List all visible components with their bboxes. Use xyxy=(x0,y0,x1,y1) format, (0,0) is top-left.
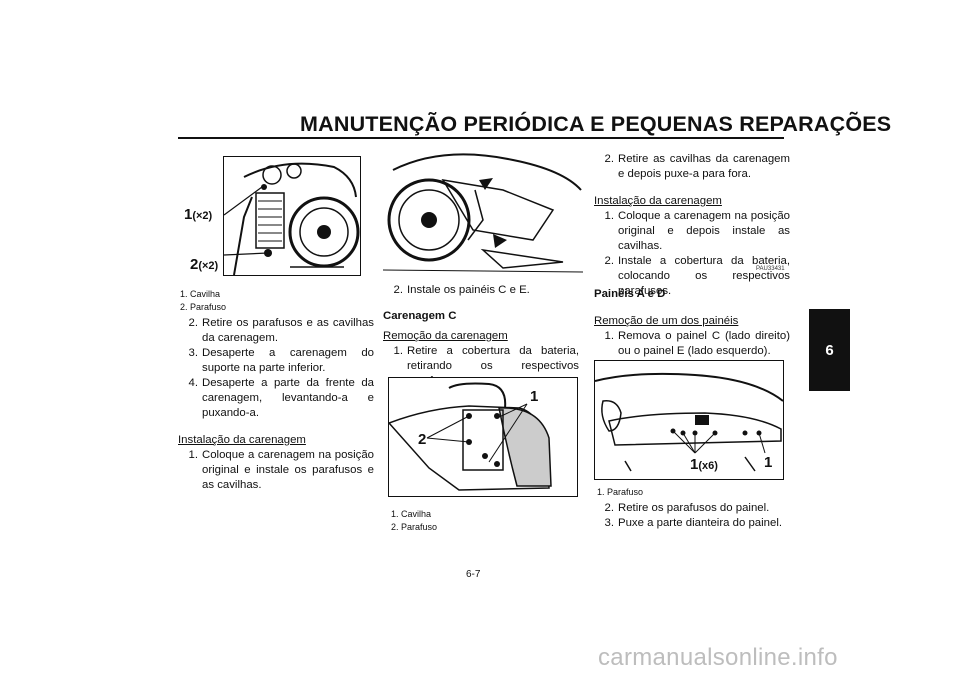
page-title: MANUTENÇÃO PERIÓDICA E PEQUENAS REPARAÇÕ… xyxy=(300,112,892,136)
watermark: carmanualsonline.info xyxy=(598,644,838,671)
install-heading: Instalação da carenagem xyxy=(178,434,306,446)
col3-top: 2.Retire as cavilhas da carenagem e depo… xyxy=(594,152,790,299)
fig3-captions: 1. Cavilha 2. Parafuso xyxy=(391,508,437,534)
caption-line: 1. Cavilha xyxy=(391,509,432,519)
figure-battery-cover xyxy=(388,377,578,497)
illustration-panel-bolts xyxy=(595,372,783,472)
step: 2.Retire os parafusos do painel. xyxy=(604,502,770,514)
fig4-label-2: 1 xyxy=(764,454,773,471)
step: 2.Retire as cavilhas da carenagem e depo… xyxy=(604,153,791,180)
illustration-front-cowling xyxy=(224,162,360,275)
caption-line: 2. Parafuso xyxy=(391,522,438,532)
illustration-battery-cover xyxy=(389,382,552,491)
step: 2.Retire os parafusos e as cavilhas da c… xyxy=(188,317,375,344)
chapter-tab: 6 xyxy=(809,309,850,391)
col1-steps: 2.Retire os parafusos e as cavilhas da c… xyxy=(178,316,374,493)
col3-panels: Painéis A e D Remoção de um dos painéis … xyxy=(594,287,790,359)
fig1-label-2: 2(×2) xyxy=(190,256,219,273)
step: 3.Puxe a parte dianteira do painel. xyxy=(604,517,783,529)
section-heading: Carenagem C xyxy=(383,310,457,322)
removal-heading: Remoção de um dos painéis xyxy=(594,315,739,327)
removal-heading: Remoção da carenagem xyxy=(383,330,508,342)
section-heading: Painéis A e D xyxy=(594,288,666,300)
step: 1.Coloque a carenagem na posição origina… xyxy=(604,210,791,252)
step: 2.Instale os painéis C e E. xyxy=(393,284,530,296)
illustration-panels-ce xyxy=(382,153,584,273)
figure-panel-bolts xyxy=(594,360,784,480)
fig3-label-2: 2 xyxy=(418,431,427,448)
step: 1.Remova o painel C (lado direito) ou o … xyxy=(604,330,791,357)
caption-line: 2. Parafuso xyxy=(180,302,227,312)
figure-front-cowling xyxy=(223,156,361,276)
step: 1.Coloque a carenagem na posição origina… xyxy=(188,449,375,491)
col3-bottom: 2.Retire os parafusos do painel. 3.Puxe … xyxy=(594,501,790,531)
fig1-captions: 1. Cavilha 2. Parafuso xyxy=(180,288,226,314)
fig4-captions: 1. Parafuso xyxy=(597,486,643,499)
step: 3.Desaperte a carenagem do suporte na pa… xyxy=(188,347,375,374)
install-heading: Instalação da carenagem xyxy=(594,195,722,207)
figure-panels-ce xyxy=(382,150,584,278)
page-number: 6-7 xyxy=(466,569,481,580)
title-rule xyxy=(178,137,784,139)
reference-code: PAU33431 xyxy=(756,266,785,272)
fig3-label-1: 1 xyxy=(530,388,539,405)
step: 2.Instale a cobertura da bateria, coloca… xyxy=(604,255,791,297)
caption-line: 1. Cavilha xyxy=(180,289,221,299)
col2-text: 2.Instale os painéis C e E. Carenagem C … xyxy=(383,283,579,389)
caption-line: 1. Parafuso xyxy=(597,487,644,497)
step: 4.Desaperte a parte da frente da carenag… xyxy=(188,377,375,419)
fig4-label-1: 1(x6) xyxy=(690,456,718,473)
fig1-label-1: 1(×2) xyxy=(184,206,213,223)
